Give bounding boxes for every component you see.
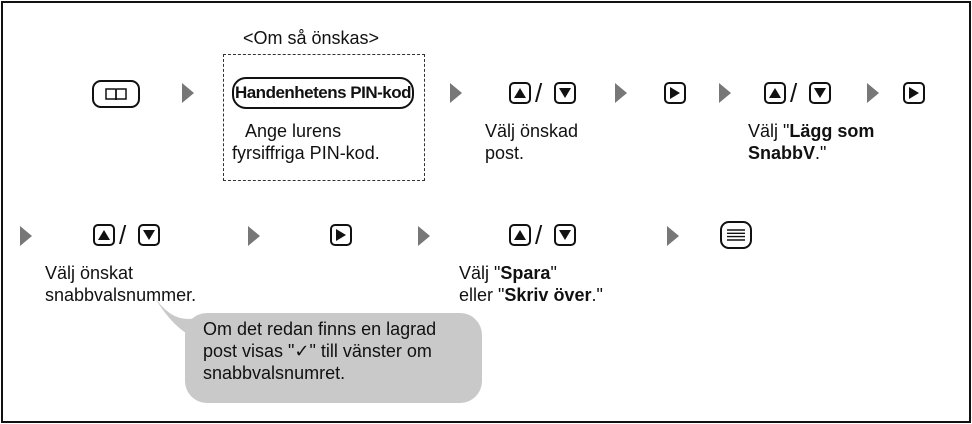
select-number-line1: Välj önskat — [45, 263, 134, 283]
right-key[interactable] — [664, 82, 686, 104]
next-arrow-icon — [615, 83, 627, 103]
up-key[interactable] — [764, 82, 786, 104]
down-key[interactable] — [138, 224, 160, 246]
down-key[interactable] — [554, 82, 576, 104]
note-line2: post visas "✓" till vänster om — [203, 341, 432, 361]
note-text: Om det redan finns en lagrad post visas … — [203, 318, 436, 384]
down-key[interactable] — [554, 224, 576, 246]
down-triangle-icon — [559, 88, 571, 98]
up-key[interactable] — [93, 224, 115, 246]
menu-lines-icon — [727, 229, 745, 241]
up-key[interactable] — [509, 224, 531, 246]
phonebook-key[interactable] — [92, 80, 140, 108]
save-line: Välj "Spara" — [459, 263, 557, 283]
select-number-line2: snabbvalsnummer. — [45, 285, 197, 305]
next-arrow-icon — [182, 83, 194, 103]
up-key[interactable] — [509, 82, 531, 104]
overwrite-line: eller "Skriv över." — [459, 285, 603, 305]
pin-desc-line2: fyrsiffriga PIN-kod. — [232, 143, 380, 163]
next-arrow-icon — [667, 226, 679, 246]
choose-add-line2: SnabbV." — [748, 143, 827, 163]
note-line1: Om det redan finns en lagrad — [203, 319, 437, 339]
down-key[interactable] — [809, 82, 831, 104]
right-key[interactable] — [330, 224, 352, 246]
next-arrow-icon — [20, 226, 32, 246]
handset-pin-key[interactable]: Handenhetens PIN-kod — [232, 77, 414, 109]
slash-separator: / — [535, 220, 543, 250]
next-arrow-icon — [719, 83, 731, 103]
right-triangle-icon — [336, 229, 346, 241]
next-arrow-icon — [418, 226, 430, 246]
optional-dashed-box — [223, 54, 425, 181]
down-triangle-icon — [814, 88, 826, 98]
up-triangle-icon — [98, 230, 110, 240]
next-arrow-icon — [867, 83, 879, 103]
right-key[interactable] — [903, 82, 925, 104]
book-icon — [105, 88, 127, 101]
down-triangle-icon — [143, 230, 155, 240]
optional-label: <Om så önskas> — [243, 28, 380, 48]
up-triangle-icon — [514, 230, 526, 240]
slash-separator: / — [790, 78, 798, 108]
pin-desc-line1: Ange lurens — [245, 121, 342, 141]
right-triangle-icon — [909, 87, 919, 99]
down-triangle-icon — [559, 230, 571, 240]
select-entry-line2: post. — [485, 143, 525, 163]
next-arrow-icon — [450, 83, 462, 103]
menu-key[interactable] — [720, 221, 752, 249]
slash-separator: / — [119, 220, 127, 250]
select-entry-line1: Välj önskad — [485, 121, 579, 141]
choose-add-line1: Välj "Lägg som — [748, 121, 875, 141]
up-triangle-icon — [769, 88, 781, 98]
note-bubble — [185, 313, 482, 403]
next-arrow-icon — [248, 226, 260, 246]
slash-separator: / — [535, 78, 543, 108]
up-triangle-icon — [514, 88, 526, 98]
note-line3: snabbvalsnumret. — [203, 363, 346, 383]
right-triangle-icon — [670, 87, 680, 99]
